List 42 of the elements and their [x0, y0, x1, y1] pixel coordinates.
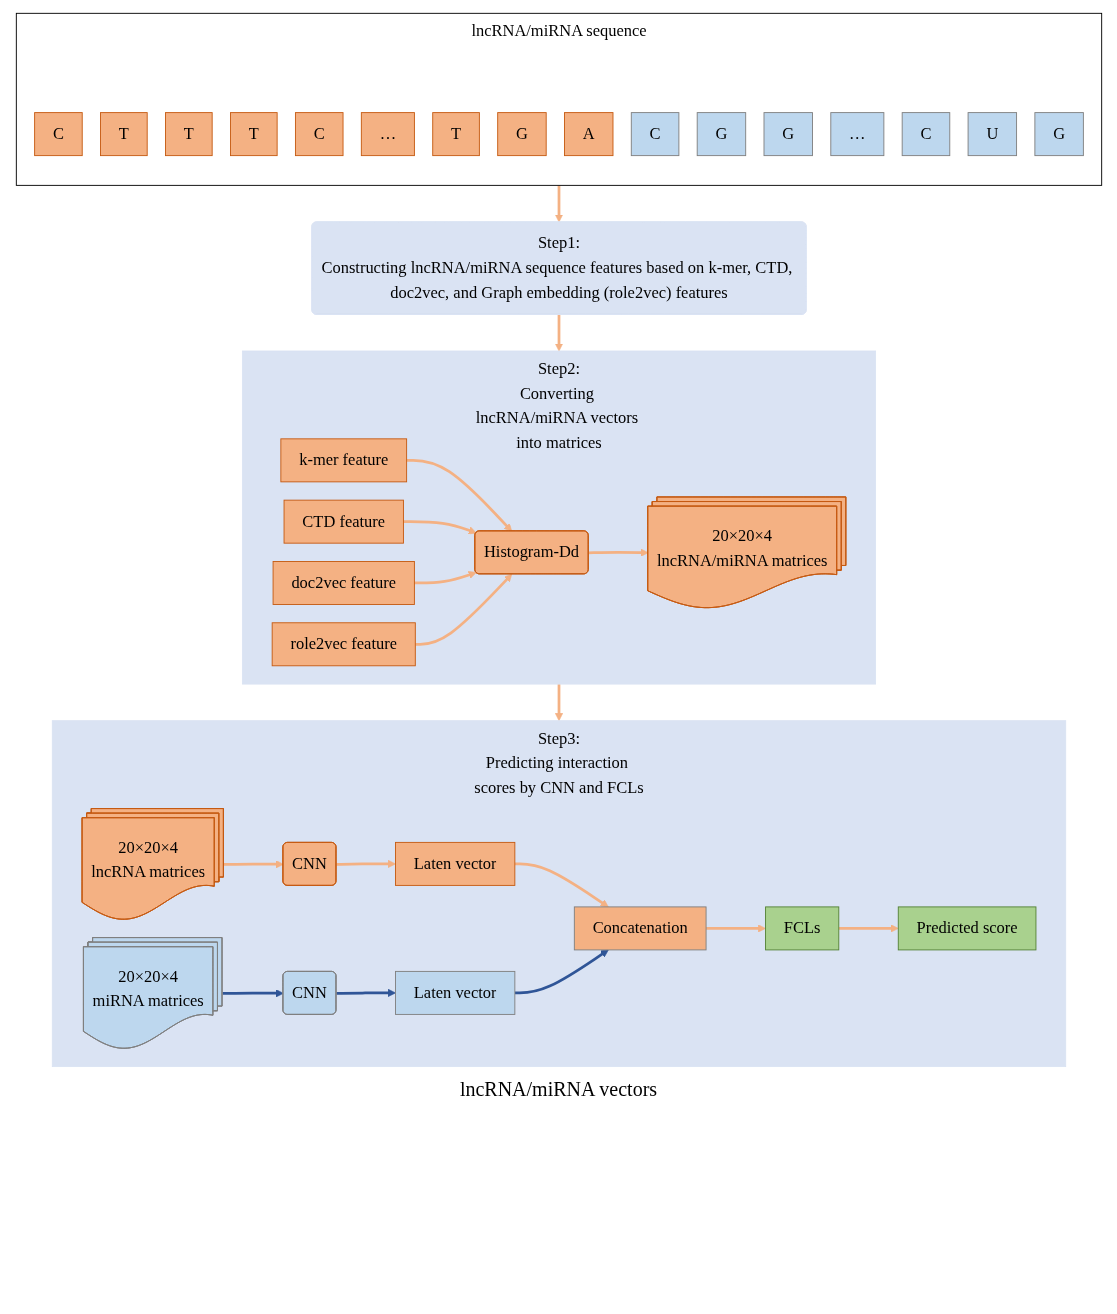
arrow: [554, 314, 563, 352]
arrow: [514, 949, 609, 995]
node-box: C: [33, 112, 83, 157]
arrow: [588, 548, 649, 557]
arrow: [414, 573, 512, 646]
arrow: [335, 988, 396, 997]
node-box: A: [563, 112, 613, 157]
arrow: [838, 924, 899, 933]
node-box: G: [1033, 112, 1084, 157]
node-box: …: [829, 112, 884, 157]
arrow: [705, 924, 766, 933]
node-box: Predicted score: [897, 906, 1036, 951]
node-box: role2vec feature: [271, 622, 416, 667]
node-box: k-mer feature: [279, 438, 407, 483]
node-box: G: [763, 112, 813, 157]
node-box: Laten vector: [394, 841, 515, 886]
arrow: [222, 989, 284, 998]
arrow: [554, 684, 563, 722]
node-box: Concatenation: [573, 906, 707, 951]
arrow: [223, 860, 284, 869]
node-box: FCLs: [764, 906, 839, 951]
node-box: T: [431, 112, 480, 157]
node-box: C: [901, 112, 950, 157]
node-box: Laten vector: [394, 970, 515, 1015]
arrow: [402, 520, 477, 535]
node-box: T: [229, 112, 278, 157]
node-box: T: [99, 112, 148, 157]
node-box: doc2vec feature: [272, 561, 415, 605]
node-box: C: [294, 112, 343, 157]
node-box: …: [360, 112, 415, 157]
arrow: [514, 862, 609, 908]
arrow: [406, 458, 512, 532]
arrow: [413, 571, 477, 585]
node-box: CTD feature: [283, 499, 404, 544]
caption-text: lncRNA/miRNA vectors: [459, 1077, 658, 1100]
node-box: G: [496, 112, 547, 157]
node-box: G: [696, 112, 746, 157]
node-box: C: [630, 112, 679, 157]
node-box: U: [967, 112, 1017, 157]
arrow: [335, 859, 396, 868]
arrow: [554, 185, 563, 223]
node-box: T: [164, 112, 213, 157]
